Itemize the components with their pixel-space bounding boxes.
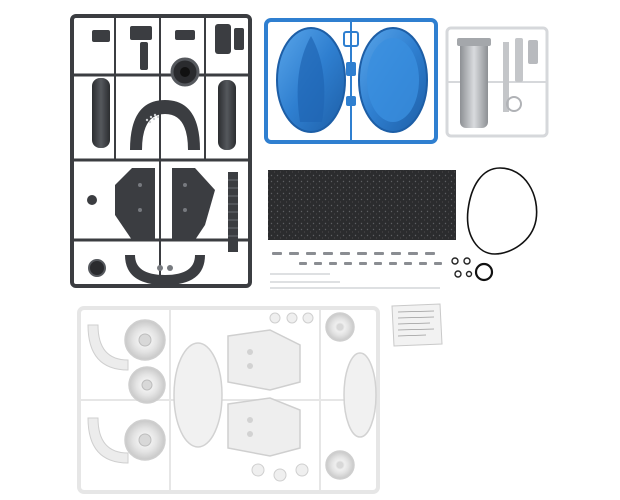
rubber-band — [466, 167, 538, 255]
screws-and-o-rings — [270, 252, 494, 289]
white-sprue — [77, 306, 380, 494]
silica-gel-packet — [391, 303, 443, 347]
light-grey-sprue — [445, 26, 549, 138]
dark-grey-sprue — [70, 14, 252, 288]
foam-sheet — [268, 170, 456, 240]
blue-sprue — [264, 18, 438, 144]
